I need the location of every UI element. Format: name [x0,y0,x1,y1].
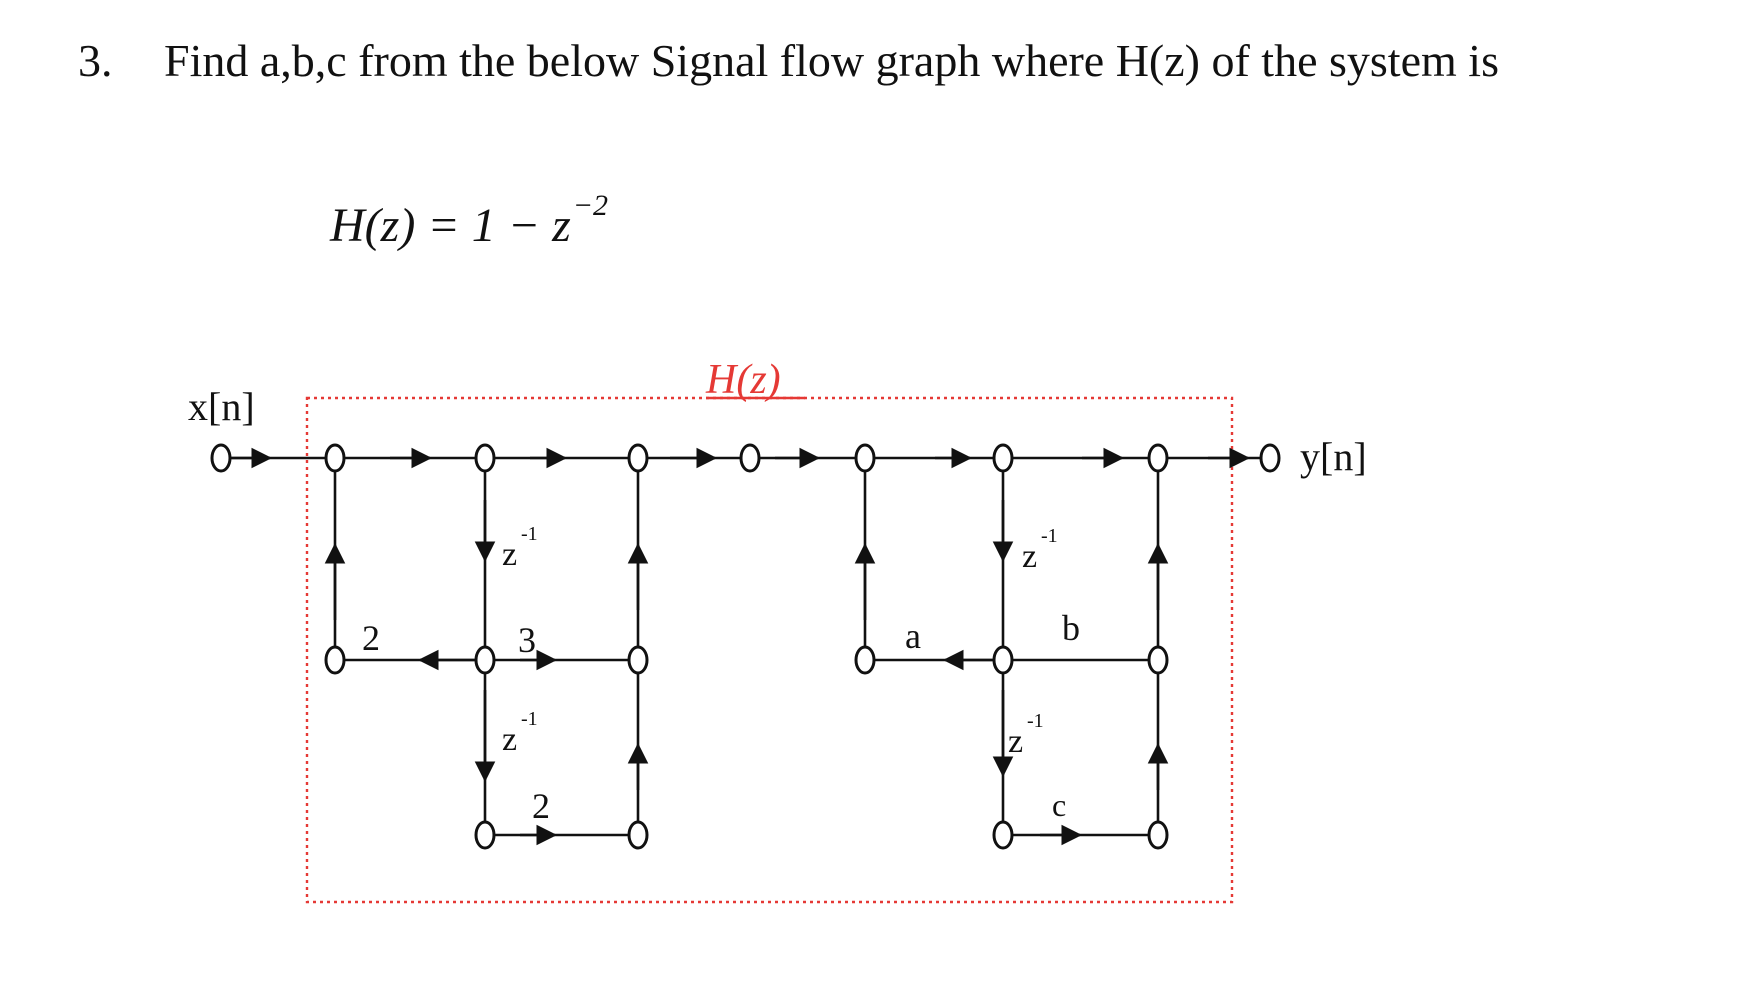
node-l3-mid [627,645,649,675]
svg-text:-1: -1 [1041,525,1058,547]
coeff-2-top: 2 [362,618,380,658]
node-l2-mid [474,645,496,675]
svg-text:z: z [502,536,517,573]
node-l3-top [627,443,649,473]
node-r3-mid [1147,645,1169,675]
equation-body: H(z) = 1 − z [330,199,571,252]
node-r1-top [854,443,876,473]
svg-text:-1: -1 [521,523,538,545]
graph-nodes [210,443,1281,850]
node-middle [739,443,761,473]
node-l1-mid [324,645,346,675]
node-l1-top [324,443,346,473]
coeff-b: b [1062,608,1080,648]
node-r3-top [1147,443,1169,473]
node-r2-top [992,443,1014,473]
svg-text:-1: -1 [521,708,538,730]
delay-l-upper: z -1 [502,523,538,573]
question-body: Find a,b,c from the below Signal flow gr… [164,35,1499,86]
input-node [210,443,232,473]
svg-text:z: z [1022,538,1037,575]
output-node [1259,443,1281,473]
node-l2-top [474,443,496,473]
delay-r-upper: z -1 [1022,525,1058,575]
node-r2-mid [992,645,1014,675]
delay-r-lower: z -1 [1008,710,1044,760]
question-number: 3. [78,35,113,86]
svg-text:-1: -1 [1027,710,1044,732]
coeff-c: c [1052,787,1066,823]
node-r3-bottom [1147,820,1169,850]
node-r2-bottom [992,820,1014,850]
question-text: 3. Find a,b,c from the below Signal flow … [78,38,1499,84]
node-r1-mid [854,645,876,675]
svg-text:z: z [502,721,517,758]
node-l2-bottom [474,820,496,850]
transfer-function-equation: H(z) = 1 − z−2 [330,189,608,253]
delay-l-lower: z -1 [502,708,538,758]
coeff-a: a [905,616,921,656]
node-l3-bottom [627,820,649,850]
hz-boundary-box [305,396,1234,904]
output-label: y[n] [1300,434,1367,479]
hz-box-title: H(z) [705,357,781,403]
equation-exponent: −2 [572,189,609,222]
input-label: x[n] [188,384,255,429]
svg-text:z: z [1008,723,1023,760]
coeff-2-bottom: 2 [532,786,550,826]
coeff-3: 3 [518,620,536,660]
